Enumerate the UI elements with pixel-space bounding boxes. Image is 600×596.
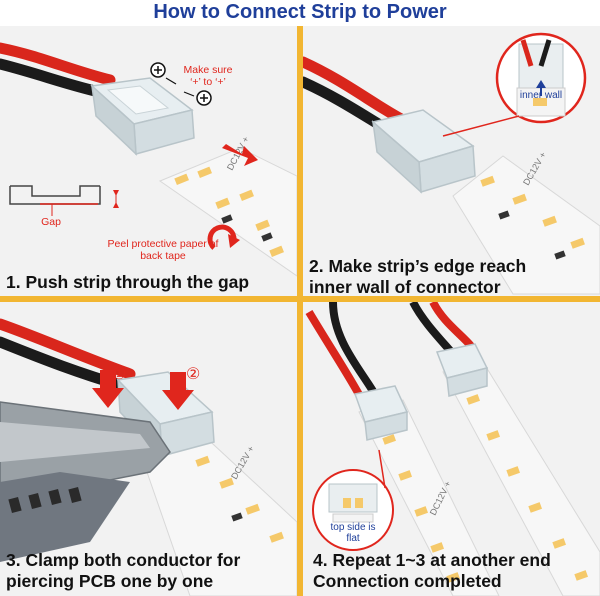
led-strip	[158, 147, 297, 277]
step-3-panel: DC12V + ① ② 3. Clamp both conductor for …	[0, 302, 297, 596]
step-1-panel: DC12V + Make sure ‘+’ to ‘+’ Gap Peel pr…	[0, 26, 297, 296]
direction-arrow-icon	[222, 144, 258, 166]
step-4-caption-line-2: Connection completed	[313, 571, 502, 591]
step-4-caption-line-1: 4. Repeat 1~3 at another end	[313, 550, 551, 570]
step-4-panel: DC12V + top side is flat 4. Repeat 1~3 a…	[303, 302, 600, 596]
make-sure-text: Make sure	[183, 64, 233, 76]
vertical-divider	[297, 26, 303, 596]
polarity-text: ‘+’ to ‘+’	[190, 76, 226, 88]
top-side-inset	[312, 469, 394, 551]
make-sure-note: Make sure ‘+’ to ‘+’	[168, 64, 248, 88]
up-arrow-icon	[536, 80, 546, 88]
marker-1: ①	[112, 366, 127, 383]
step-1-illustration: DC12V +	[0, 42, 297, 277]
step-1-caption: 1. Push strip through the gap	[6, 272, 250, 292]
top-side-label: top side is flat	[330, 522, 376, 544]
led-strip-1	[358, 399, 500, 596]
peel-note: Peel protective paper of back tape	[107, 238, 219, 262]
led-strip	[452, 155, 600, 295]
step-2-caption-line-1: 2. Make strip’s edge reach	[309, 256, 527, 276]
peel-arrow-icon	[207, 224, 237, 250]
step-3-caption-line-1: 3. Clamp both conductor for	[6, 550, 241, 570]
connector-1	[354, 385, 409, 441]
step-3-caption-line-2: piercing PCB one by one	[6, 571, 214, 591]
arrow-2-icon	[162, 372, 194, 410]
inner-wall-inset	[495, 32, 587, 124]
arrow-1-icon	[92, 370, 124, 408]
step-4-illustration: DC12V +	[305, 302, 600, 596]
inner-wall-label: inner wall	[519, 90, 563, 101]
step-2-illustration: DC12V +	[303, 32, 600, 295]
gap-diagram	[9, 185, 119, 216]
pliers	[0, 401, 171, 562]
connector	[371, 109, 476, 194]
step-2-caption-line-2: inner wall of connector	[309, 277, 501, 296]
connector	[90, 77, 195, 156]
page-title: How to Connect Strip to Power	[153, 1, 447, 23]
horizontal-divider	[0, 296, 600, 302]
step-3-illustration: DC12V +	[0, 318, 297, 596]
step-2-panel: DC12V + inner wall 2. Make strip’s edge …	[303, 26, 600, 296]
marker-2: ②	[186, 366, 201, 383]
connector-2	[435, 343, 489, 397]
gap-label: Gap	[41, 216, 61, 228]
